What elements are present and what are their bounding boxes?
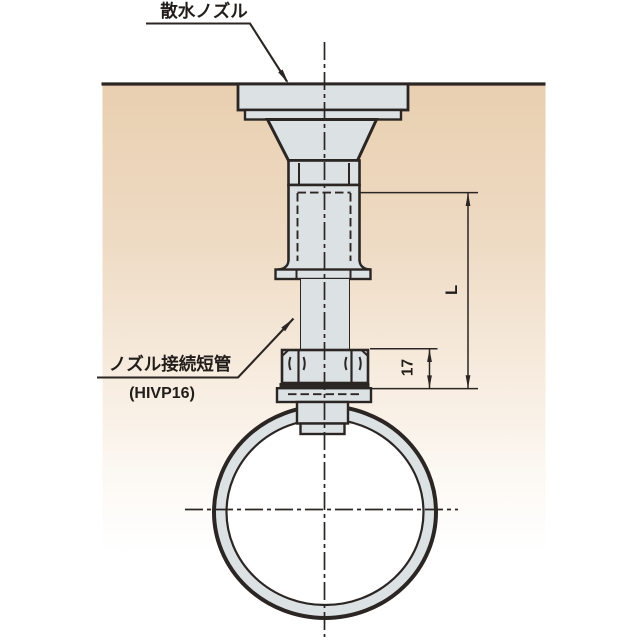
- dimension-L-label: L: [443, 285, 461, 295]
- coupling-collar: [274, 268, 372, 281]
- collar-tick-lines: [295, 270, 352, 279]
- connector-callout-label-line2: (HIVP16): [129, 385, 195, 402]
- dim-arrow-L-top: [465, 193, 471, 206]
- leader-connector-arrow: [281, 318, 294, 332]
- dim-arrow-17-bottom: [427, 375, 432, 389]
- dimension-17-label: 17: [400, 359, 417, 376]
- pipe-end-step: [299, 422, 346, 436]
- pipe-end: [295, 400, 350, 425]
- nozzle-flange: [236, 82, 410, 112]
- leader-nozzle-line: [146, 22, 288, 83]
- riser-pipe-edges: [300, 279, 350, 351]
- nozzle-cone: [265, 118, 379, 162]
- dimensions: L 17: [359, 191, 478, 390]
- nozzle-socket-inner-lines: [298, 163, 350, 184]
- nozzle-callout: 散水ノズル: [146, 1, 289, 84]
- leader-connector-line: [97, 317, 295, 379]
- nozzle-callout-label: 散水ノズル: [160, 1, 248, 21]
- dim-arrow-L-bottom: [465, 375, 471, 389]
- leader-nozzle-arrow: [278, 69, 289, 84]
- nut-facet-lines: [297, 351, 353, 382]
- dim-arrow-17-top: [427, 349, 432, 362]
- connector-callout: ノズル接続短管 (HIVP16): [97, 317, 295, 402]
- connector-callout-label-line1: ノズル接続短管: [109, 354, 232, 374]
- nut-chamfer-arcs: [288, 356, 362, 371]
- nut-chamfer-corners: [281, 349, 369, 357]
